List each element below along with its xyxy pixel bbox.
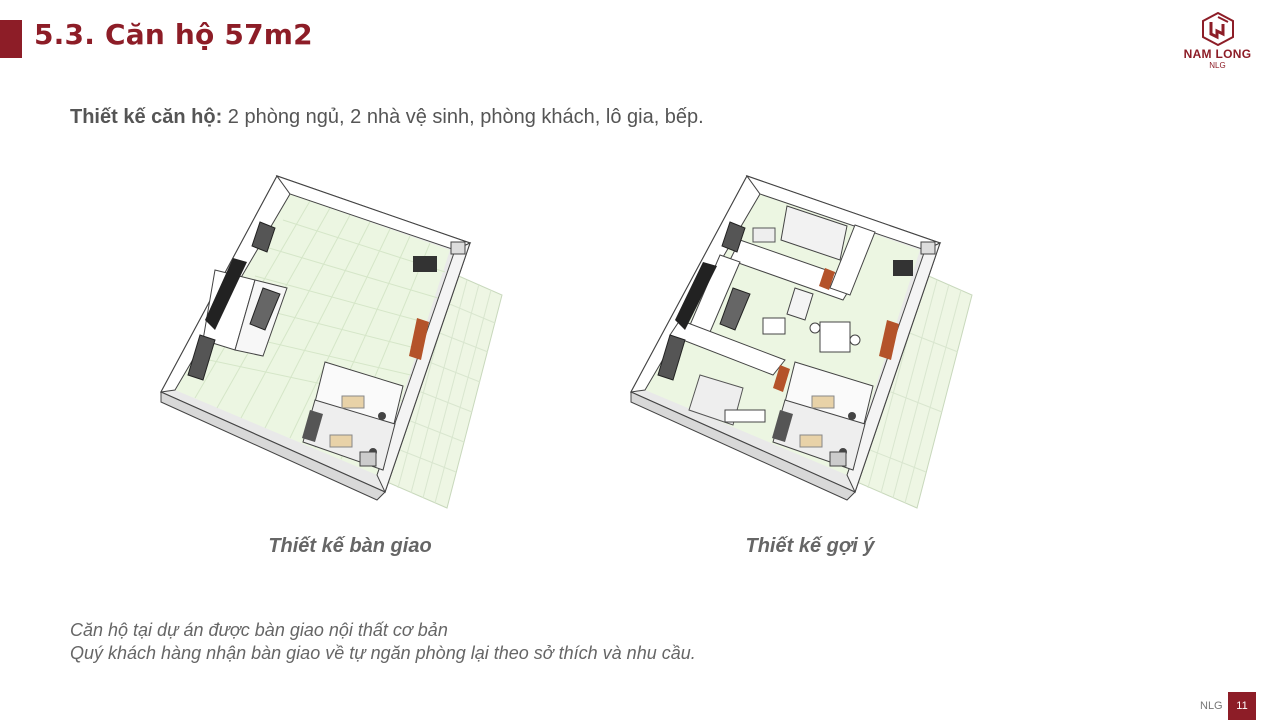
floor-plan-handover xyxy=(155,170,515,515)
note-line-1: Căn hộ tại dự án được bàn giao nội thất … xyxy=(70,620,448,640)
caption-handover: Thiết kế bàn giao xyxy=(268,535,432,557)
footer-label: NLG xyxy=(1200,700,1223,712)
design-label: Thiết kế căn hộ: xyxy=(70,106,223,128)
title-accent-bar xyxy=(0,20,22,58)
nam-long-logo: NAM LONG NLG xyxy=(1170,12,1265,78)
nam-long-logo-icon xyxy=(1201,12,1234,46)
page-title: 5.3. Căn hộ 57m2 xyxy=(34,18,313,51)
logo-sub-text: NLG xyxy=(1209,61,1226,70)
caption-suggested: Thiết kế gợi ý xyxy=(745,535,875,557)
page-number: 11 xyxy=(1228,692,1256,720)
design-text: 2 phòng ngủ, 2 nhà vệ sinh, phòng khách,… xyxy=(222,106,704,128)
note-line-2: Quý khách hàng nhận bàn giao về tự ngăn … xyxy=(70,643,696,663)
floor-plan-suggested xyxy=(625,170,985,515)
logo-brand-text: NAM LONG xyxy=(1183,47,1252,61)
design-description: Thiết kế căn hộ: 2 phòng ngủ, 2 nhà vệ s… xyxy=(70,106,704,129)
